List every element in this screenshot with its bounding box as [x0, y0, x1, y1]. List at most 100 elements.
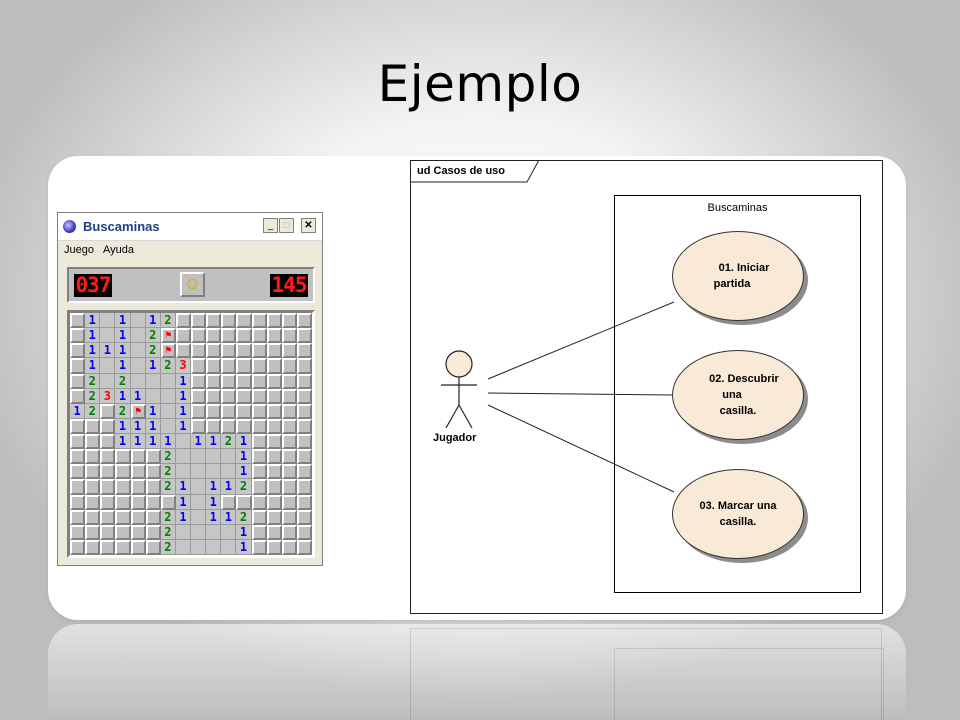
number-cell[interactable]: 1: [221, 509, 237, 525]
number-cell[interactable]: 1: [236, 434, 252, 450]
covered-cell[interactable]: [236, 358, 252, 374]
covered-cell[interactable]: [266, 524, 282, 540]
number-cell[interactable]: 2: [115, 373, 131, 389]
covered-cell[interactable]: [85, 524, 101, 540]
covered-cell[interactable]: [145, 539, 161, 555]
number-cell[interactable]: 1: [145, 418, 161, 434]
revealed-cell[interactable]: [191, 524, 207, 540]
revealed-cell[interactable]: [191, 539, 207, 555]
number-cell[interactable]: 1: [115, 434, 131, 450]
maximize-button[interactable]: □: [279, 218, 294, 233]
number-cell[interactable]: 1: [85, 328, 101, 344]
covered-cell[interactable]: [281, 539, 297, 555]
revealed-cell[interactable]: [191, 494, 207, 510]
number-cell[interactable]: 1: [206, 479, 222, 495]
covered-cell[interactable]: [221, 373, 237, 389]
number-cell[interactable]: 1: [175, 373, 191, 389]
revealed-cell[interactable]: [221, 449, 237, 465]
number-cell[interactable]: 1: [236, 524, 252, 540]
revealed-cell[interactable]: [160, 403, 176, 419]
covered-cell[interactable]: [191, 418, 207, 434]
revealed-cell[interactable]: [206, 464, 222, 480]
covered-cell[interactable]: [100, 509, 116, 525]
number-cell[interactable]: 2: [145, 343, 161, 359]
covered-cell[interactable]: [266, 449, 282, 465]
covered-cell[interactable]: [70, 328, 86, 344]
number-cell[interactable]: 1: [206, 509, 222, 525]
revealed-cell[interactable]: [221, 539, 237, 555]
covered-cell[interactable]: [221, 494, 237, 510]
covered-cell[interactable]: [296, 373, 312, 389]
covered-cell[interactable]: [115, 449, 131, 465]
covered-cell[interactable]: [175, 313, 191, 329]
number-cell[interactable]: 2: [85, 403, 101, 419]
number-cell[interactable]: 3: [100, 388, 116, 404]
number-cell[interactable]: 1: [100, 343, 116, 359]
covered-cell[interactable]: [70, 358, 86, 374]
number-cell[interactable]: 1: [115, 388, 131, 404]
number-cell[interactable]: 1: [191, 434, 207, 450]
covered-cell[interactable]: [191, 343, 207, 359]
covered-cell[interactable]: [251, 313, 267, 329]
covered-cell[interactable]: [85, 434, 101, 450]
covered-cell[interactable]: [266, 509, 282, 525]
covered-cell[interactable]: [251, 464, 267, 480]
revealed-cell[interactable]: [145, 373, 161, 389]
covered-cell[interactable]: [70, 524, 86, 540]
covered-cell[interactable]: [296, 418, 312, 434]
covered-cell[interactable]: [281, 358, 297, 374]
number-cell[interactable]: 1: [85, 343, 101, 359]
revealed-cell[interactable]: [130, 373, 146, 389]
number-cell[interactable]: 2: [221, 434, 237, 450]
covered-cell[interactable]: [281, 494, 297, 510]
covered-cell[interactable]: [266, 539, 282, 555]
covered-cell[interactable]: [296, 358, 312, 374]
number-cell[interactable]: 1: [130, 418, 146, 434]
minimize-button[interactable]: _: [263, 218, 278, 233]
number-cell[interactable]: 2: [236, 479, 252, 495]
number-cell[interactable]: 1: [145, 434, 161, 450]
covered-cell[interactable]: [191, 358, 207, 374]
covered-cell[interactable]: [236, 418, 252, 434]
covered-cell[interactable]: [145, 524, 161, 540]
revealed-cell[interactable]: [175, 449, 191, 465]
revealed-cell[interactable]: [130, 313, 146, 329]
covered-cell[interactable]: [206, 343, 222, 359]
covered-cell[interactable]: [296, 494, 312, 510]
revealed-cell[interactable]: [175, 524, 191, 540]
covered-cell[interactable]: [266, 358, 282, 374]
covered-cell[interactable]: [251, 524, 267, 540]
covered-cell[interactable]: [296, 388, 312, 404]
covered-cell[interactable]: [206, 403, 222, 419]
covered-cell[interactable]: [281, 328, 297, 344]
covered-cell[interactable]: [100, 434, 116, 450]
covered-cell[interactable]: [100, 418, 116, 434]
revealed-cell[interactable]: [130, 358, 146, 374]
number-cell[interactable]: 2: [160, 509, 176, 525]
covered-cell[interactable]: [85, 464, 101, 480]
number-cell[interactable]: 1: [115, 358, 131, 374]
covered-cell[interactable]: [85, 539, 101, 555]
number-cell[interactable]: 2: [160, 464, 176, 480]
number-cell[interactable]: 1: [206, 434, 222, 450]
number-cell[interactable]: 1: [175, 418, 191, 434]
covered-cell[interactable]: [281, 509, 297, 525]
covered-cell[interactable]: [266, 388, 282, 404]
covered-cell[interactable]: [145, 479, 161, 495]
covered-cell[interactable]: [100, 494, 116, 510]
number-cell[interactable]: 1: [70, 403, 86, 419]
covered-cell[interactable]: [70, 539, 86, 555]
covered-cell[interactable]: [70, 313, 86, 329]
covered-cell[interactable]: [191, 313, 207, 329]
covered-cell[interactable]: [206, 358, 222, 374]
covered-cell[interactable]: [100, 479, 116, 495]
number-cell[interactable]: 2: [160, 539, 176, 555]
covered-cell[interactable]: [236, 494, 252, 510]
covered-cell[interactable]: [251, 479, 267, 495]
revealed-cell[interactable]: [100, 328, 116, 344]
covered-cell[interactable]: [296, 524, 312, 540]
covered-cell[interactable]: [236, 403, 252, 419]
covered-cell[interactable]: [130, 494, 146, 510]
covered-cell[interactable]: [206, 328, 222, 344]
